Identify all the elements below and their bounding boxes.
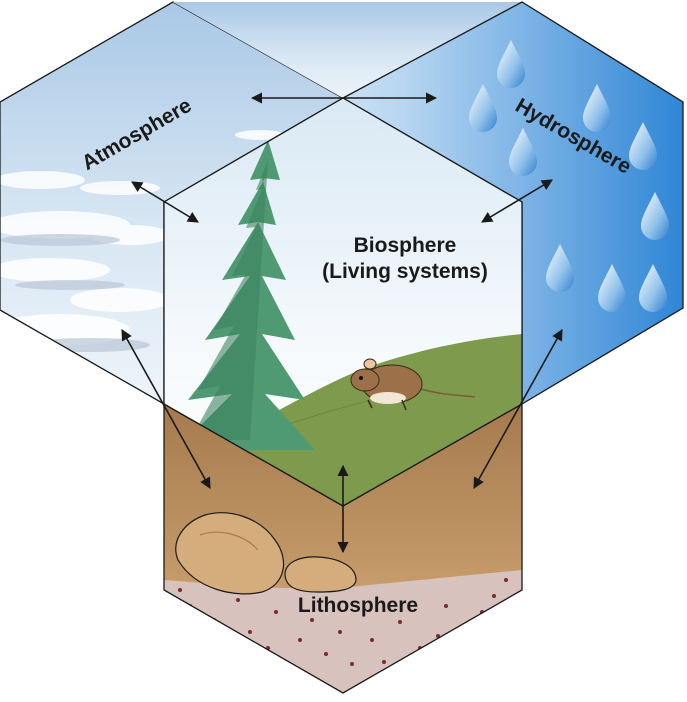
arrow-atmosphere-biosphere <box>131 181 199 223</box>
label-biosphere-subtitle: (Living systems) <box>322 260 488 283</box>
label-biosphere: Biosphere <box>354 234 457 257</box>
arrow-hydrosphere-biosphere <box>481 179 553 223</box>
rock-small <box>284 556 357 593</box>
rock-large <box>175 512 285 595</box>
arrow-atmosphere-lithosphere <box>121 329 211 489</box>
mouse-icon <box>350 358 476 411</box>
arrow-hydrosphere-lithosphere <box>473 329 563 489</box>
label-lithosphere: Lithosphere <box>298 594 418 617</box>
water-drops <box>469 40 669 312</box>
hydrosphere-panel <box>173 1 684 406</box>
cloud-shapes <box>0 130 285 346</box>
interaction-arrows <box>121 92 563 554</box>
